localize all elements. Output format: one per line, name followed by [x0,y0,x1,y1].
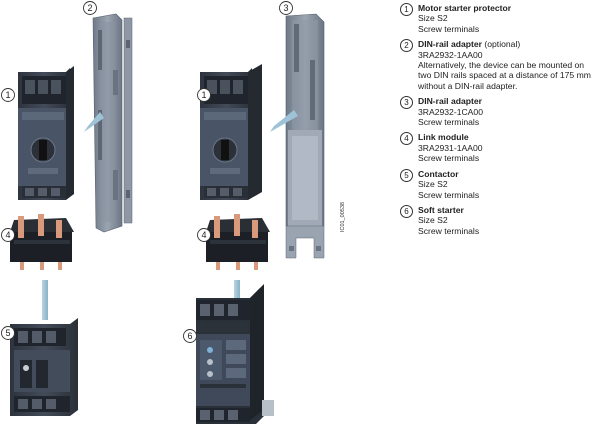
legend-title: DIN-rail adapter [418,96,598,106]
callout-3: 3 [279,1,293,15]
assembly-diagram: IC01_00538 1 2 3 1 4 4 5 6 [1,1,346,424]
contactor [10,318,78,416]
legend-line: Alternatively, the device can be mounted… [418,60,591,91]
motor-starter-protector-left [18,66,74,200]
connector-line [84,112,104,132]
legend-title: Soft starter [418,205,598,215]
legend-line: 3RA2931-1AA00 [418,142,483,153]
motor-starter-protector-right [200,64,262,200]
legend-title-text: Motor starter protector [418,3,512,13]
legend-line: Size S2 [418,13,448,24]
soft-starter [196,284,274,424]
callout-4-left: 4 [1,228,15,242]
callout-1-right: 1 [197,88,211,102]
legend-number: 3 [400,96,413,110]
legend-line: Size S2 [418,179,448,190]
legend-title-suffix: (optional) [482,39,521,50]
svg-text:2: 2 [87,3,92,13]
legend-title-text: DIN-rail adapter [418,96,482,107]
svg-text:4: 4 [5,230,10,240]
svg-text:1: 1 [201,90,206,100]
connector-line [234,280,240,302]
svg-text:3: 3 [283,3,288,13]
legend-number: 1 [400,3,413,16]
legend-line: Screw terminals [418,23,480,34]
legend-number: 2 [400,39,413,53]
din-rail-adapter-3 [285,13,325,259]
callout-6: 6 [183,329,197,343]
legend-item: 2 DIN-rail adapter (optional)3RA2932-1AA0… [400,39,598,91]
callout-1-left: 1 [1,88,15,102]
legend-line: Screw terminals [418,117,480,128]
svg-text:4: 4 [201,230,206,240]
document-id: IC01_00538 [340,202,346,232]
link-module-right [206,214,270,270]
legend-number: 4 [400,132,413,146]
connector-line [42,280,48,320]
link-module-left [10,214,74,270]
legend-title: Link module [418,132,598,142]
legend-title-text: Contactor [418,168,459,179]
callout-5: 5 [1,326,15,340]
legend-title-text: DIN-rail adapter [418,39,482,50]
callout-4-right: 4 [197,228,211,242]
svg-text:5: 5 [5,328,10,338]
legend-number: 6 [400,204,413,218]
callout-2: 2 [83,1,97,15]
legend-line: 3RA2932-1CA00 [418,106,483,117]
svg-text:6: 6 [187,331,192,341]
legend-number: 5 [400,168,413,182]
legend-line: Size S2 [418,215,448,226]
legend-line: Screw terminals [418,189,480,200]
legend-title-text: Link module [418,132,469,143]
legend-title: DIN-rail adapter (optional) [418,39,598,49]
legend-line: Screw terminals [418,225,480,236]
din-rail-adapter-2 [92,13,133,233]
legend-title-text: Soft starter [418,204,464,215]
legend-line: Screw terminals [418,153,480,164]
legend-title: Motor starter protector [418,3,598,13]
legend-line: 3RA2932-1AA00 [418,49,483,60]
legend-title: Contactor [418,169,598,179]
connector-line [270,110,298,132]
svg-text:1: 1 [5,90,10,100]
